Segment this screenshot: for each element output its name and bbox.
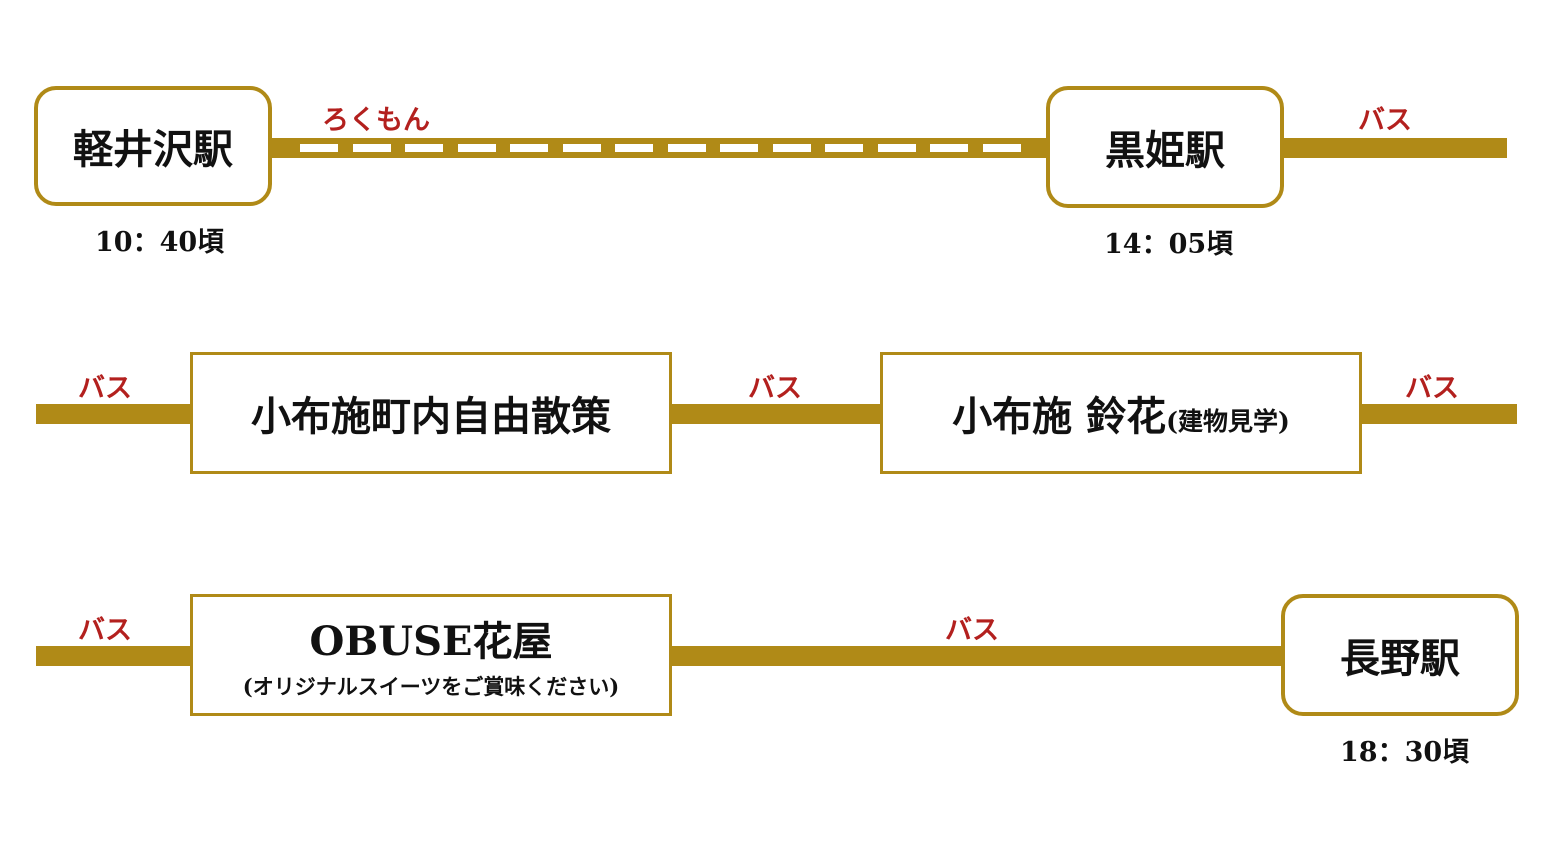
spot-obuse-walk: 小布施町内自由散策	[190, 352, 672, 474]
rail-tie	[405, 144, 443, 152]
bus-label: バス	[1358, 105, 1412, 136]
bus-line-row1-tail	[1280, 138, 1507, 158]
rail-tie	[877, 144, 916, 152]
rail-tie	[615, 144, 653, 152]
rail-tie	[457, 144, 496, 152]
station-karuizawa: 軽井沢駅	[34, 86, 272, 206]
station-kurohime: 黒姫駅	[1046, 86, 1284, 208]
bus-label: バス	[945, 615, 999, 646]
spot-obuse-hanaya: OBUSE花屋 (オリジナルスイーツをご賞味ください)	[190, 594, 672, 716]
spot-obuse-reika: 小布施 鈴花(建物見学)	[880, 352, 1362, 474]
departure-time: 10：40頃	[95, 227, 225, 258]
bus-label: バス	[748, 373, 802, 404]
rail-tie	[300, 144, 338, 152]
station-name: 黒姫駅	[1105, 127, 1225, 174]
rail-tie	[352, 144, 391, 152]
spot-name: 小布施 鈴花(建物見学)	[952, 393, 1290, 440]
spot-name: 小布施町内自由散策	[251, 393, 611, 440]
spot-name: OBUSE花屋	[309, 618, 553, 665]
rail-tie	[982, 144, 1021, 152]
spot-note: (建物見学)	[1166, 407, 1290, 436]
station-name: 軽井沢駅	[73, 126, 233, 173]
bus-label: バス	[1405, 373, 1459, 404]
station-nagano: 長野駅	[1281, 594, 1519, 716]
rail-tie	[930, 144, 968, 152]
rail-tie	[825, 144, 863, 152]
arrival-time-kurohime: 14：05頃	[1104, 229, 1234, 260]
rail-tie	[720, 144, 758, 152]
rail-line-rokumon	[268, 138, 1050, 158]
rail-tie	[510, 144, 548, 152]
arrival-time-nagano: 18：30頃	[1340, 737, 1470, 768]
station-name: 長野駅	[1340, 635, 1460, 682]
bus-label: バス	[78, 615, 132, 646]
rail-label: ろくもん	[322, 105, 430, 136]
rail-tie	[562, 144, 601, 152]
spot-note: (オリジナルスイーツをご賞味ください)	[242, 674, 620, 699]
rail-tie	[772, 144, 811, 152]
rail-tie	[667, 144, 706, 152]
bus-label: バス	[78, 373, 132, 404]
